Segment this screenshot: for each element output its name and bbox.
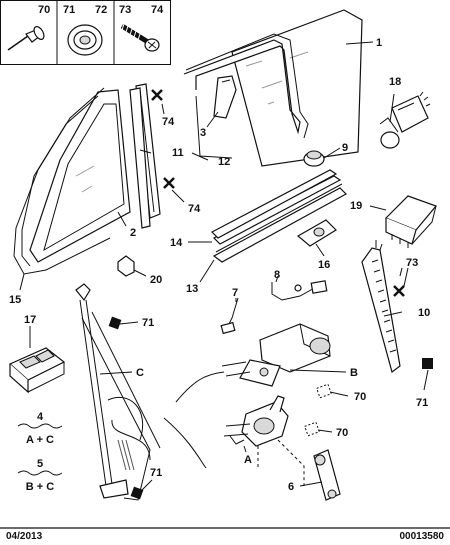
grommet-marker-71-right [422,358,433,369]
screw-mark-74-lower [163,177,175,189]
header-ref-71: 71 [63,4,75,16]
window-crank-part-6 [313,449,341,501]
callout-70-upper: 70 [354,391,366,403]
sill-strip-part-14 [210,169,342,245]
callout-8: 8 [274,269,280,281]
quarter-glass-part-2 [29,89,131,263]
square-clip-70-upper [316,383,332,399]
bumper-part-9 [303,150,325,167]
grommet-marker-71-upper [108,316,122,330]
callout-14: 14 [170,237,183,249]
callout-11: 11 [172,147,184,159]
clip-part-20 [117,255,135,277]
bracket-part-16 [296,219,337,247]
callout-9: 9 [342,142,348,154]
header-ref-74: 74 [151,4,164,16]
square-clip-70-lower [304,421,320,437]
rear-regulator-part-10 [361,240,401,374]
leader-lines [19,41,429,491]
callout-13: 13 [186,283,198,295]
cable-line [175,371,225,403]
legend-formula-4: A + C [26,434,54,446]
footer-code: 00013580 [399,531,445,542]
grommet-icon [67,24,103,56]
rivet-icon [7,26,45,51]
header-ref-70: 70 [38,4,50,16]
legend-tilde [17,470,63,476]
relay-part-19 [384,195,438,248]
window-switch-part-17 [8,347,66,394]
legend-ref-5: 5 [37,458,43,470]
cable-part-7 [220,297,239,335]
callout-15: 15 [9,294,21,306]
callout-17: 17 [24,314,36,326]
callout-7: 7 [232,287,238,299]
callout-18: 18 [389,76,401,88]
screw-mark-73 [393,285,405,297]
quarter-window-seal-part-15 [13,87,111,275]
callout-16: 16 [318,259,330,271]
callout-19: 19 [350,200,362,212]
window-motor-A [223,395,289,447]
legend-tilde [17,423,63,429]
callout-71-right: 71 [416,397,428,409]
connector-part-18 [379,91,431,149]
callout-20: 20 [150,274,162,286]
footer-date: 04/2013 [6,531,43,542]
screw-icon [120,23,160,52]
callout-71-upper: 71 [142,317,154,329]
callout-3: 3 [200,127,206,139]
callout-A: A [244,454,252,466]
harness-part-8 [271,280,328,301]
callout-1: 1 [376,37,382,49]
callout-C: C [136,367,144,379]
door-glass-seal [183,33,309,139]
callout-70-lower: 70 [336,427,348,439]
callout-74-lower: 74 [188,203,201,215]
grommet-marker-71-lower [130,486,144,500]
header-ref-72: 72 [95,4,107,16]
glass-clip-part-3 [213,75,237,119]
legend-formula-5: B + C [26,481,54,493]
assembly-guide-line [277,439,305,486]
window-motor-B [221,323,331,387]
callout-12: 12 [218,156,230,168]
callout-71-lower: 71 [150,467,162,479]
callout-2: 2 [130,227,136,239]
header-ref-73: 73 [119,4,131,16]
window-regulator-C [75,283,161,501]
callout-10: 10 [418,307,430,319]
screw-mark-74-upper [151,89,163,101]
assembly-legend: 4 A + C 5 B + C [17,411,63,493]
callout-labels: 1 3 11 12 2 74 74 9 18 19 14 13 16 15 20… [9,37,430,493]
callout-6: 6 [288,481,294,493]
cable-stroke [163,417,207,469]
sill-strip-part-13 [212,183,347,263]
header-parts-box: 70 71 72 73 74 [0,0,171,65]
pillar-strip-part-11 [129,83,161,229]
callout-B: B [350,367,358,379]
callout-74-upper: 74 [162,116,175,128]
legend-ref-4: 4 [37,411,44,423]
callout-73: 73 [406,257,418,269]
